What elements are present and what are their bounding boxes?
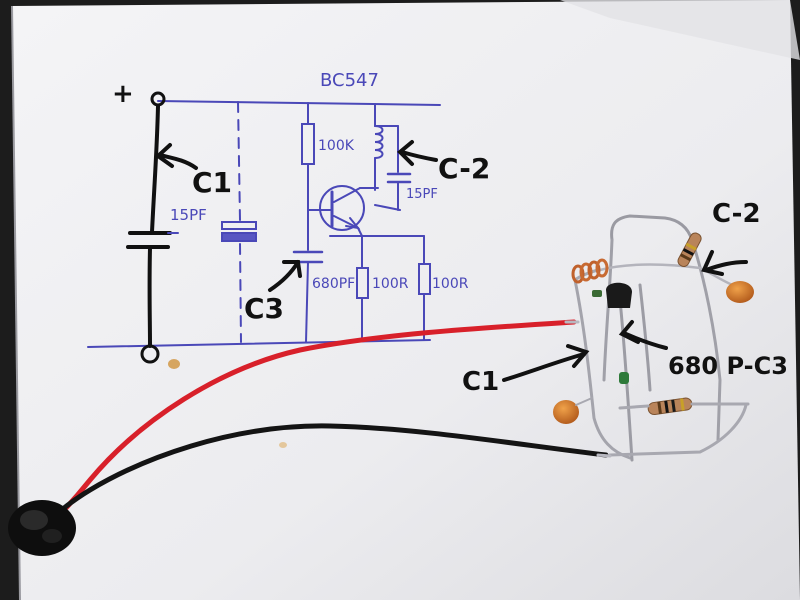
black-wire-tip [596, 453, 612, 458]
small-component [592, 290, 602, 297]
transistor-label: BC547 [320, 70, 379, 91]
c1-cap-lead [575, 397, 593, 406]
paper-top-fold [560, 0, 800, 60]
c1-photo-arrow-head [566, 344, 590, 368]
positive-rail [157, 100, 441, 106]
c2-value-label: 15PF [406, 187, 438, 202]
c1-arrow-head [154, 143, 174, 168]
circuit-schematic [87, 91, 441, 364]
transistor-bc547-photo [606, 282, 632, 308]
battery-cell-bottom [221, 232, 257, 242]
c1-pointer-arrow [158, 153, 198, 170]
wire-bottom-bus [608, 403, 748, 457]
c3-lead [305, 261, 309, 343]
battery-clip [8, 500, 76, 556]
c2-return [374, 204, 401, 211]
paper-sheet [12, 0, 800, 600]
transistor-collector [333, 187, 361, 203]
battery-cell-top [221, 221, 257, 230]
c2-arrow-head [397, 140, 414, 166]
physical-circuit [553, 214, 754, 462]
c1-photo-label: C1 [462, 367, 499, 397]
wire-loop-top [610, 214, 694, 242]
wire-right-frame [690, 238, 722, 442]
c2-photo-arrow [704, 260, 748, 272]
photo-annotations [502, 250, 748, 382]
wire-top-bus [598, 263, 702, 272]
c3-arrow-head [282, 260, 302, 278]
paper-edge [11, 5, 21, 600]
ceramic-capacitor-c2 [726, 281, 754, 303]
c3-schematic-label: C3 [244, 292, 284, 325]
resistor-bias-label: 100K [318, 138, 355, 154]
supply-wire-upper [150, 104, 160, 234]
plus-sign: + [112, 79, 134, 109]
transistor-emitter [333, 215, 359, 229]
battery-leads [42, 319, 612, 533]
emitter-lead [357, 227, 363, 237]
c2-pointer-arrow [400, 150, 438, 162]
c3-photo-arrow [624, 332, 668, 350]
resistor-bottom [647, 397, 693, 416]
ground-rail [87, 339, 431, 348]
wire-c1-leg [573, 278, 632, 460]
c2-photo-arrow-head [701, 250, 724, 276]
resistor-load-label: 100R [432, 276, 469, 292]
c3-photo-arrow-head [618, 320, 640, 344]
battery-lead-bottom [239, 243, 242, 343]
black-power-wire [42, 423, 609, 528]
transistor-bc547-symbol [319, 185, 365, 231]
c1-schematic-label: C1 [192, 166, 232, 199]
ceramic-capacitor-c1 [553, 400, 579, 424]
coil-inductor [374, 125, 384, 159]
resistor-top [677, 232, 702, 267]
paper-stain [168, 359, 180, 369]
paper-speck [279, 442, 287, 448]
c2-photo-label: C-2 [712, 199, 761, 229]
wire-left-frame [602, 238, 614, 382]
c3-photo-label: 680 P-C3 [668, 352, 788, 380]
copper-coil [571, 258, 609, 284]
battery-lead-top [237, 101, 241, 221]
c3-value-label: 680PF [312, 276, 355, 292]
resistor-bottom-lead-left [618, 404, 650, 410]
green-capacitor [619, 372, 629, 384]
c1-photo-arrow [502, 352, 586, 382]
c1-value-label: 15PF [170, 206, 207, 224]
c2-schematic-label: C-2 [438, 152, 490, 185]
resistor-emitter-label: 100R [372, 276, 409, 292]
